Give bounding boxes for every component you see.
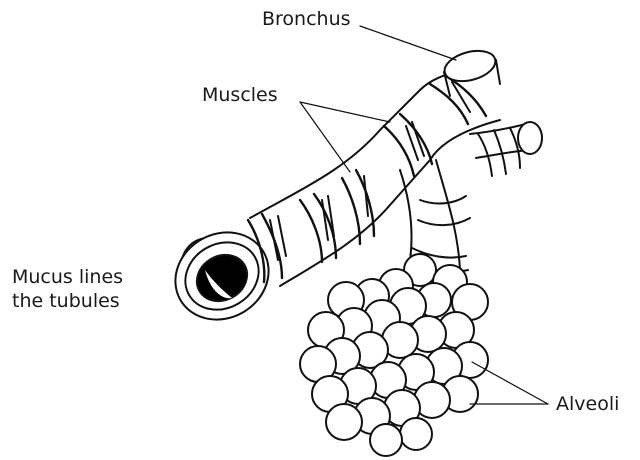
alveoli-label: Alveoli bbox=[556, 393, 619, 417]
muscles-label: Muscles bbox=[202, 84, 278, 108]
muscle-bands-main bbox=[248, 76, 486, 282]
lower-branch bbox=[400, 160, 470, 272]
tube-opening bbox=[159, 216, 284, 337]
alveoli-cluster bbox=[300, 254, 488, 456]
bronchus-top-end bbox=[441, 46, 500, 96]
mucus-label-line-1: Mucus lines bbox=[12, 266, 123, 290]
mucus-label: Mucus lines the tubules bbox=[12, 266, 123, 314]
mucus-label-line-2: the tubules bbox=[12, 290, 123, 314]
side-branch bbox=[470, 122, 542, 176]
muscles-leader-1 bbox=[300, 102, 390, 122]
muscles-leader-2 bbox=[300, 102, 350, 172]
bronchus-leader bbox=[360, 26, 456, 60]
alveoli-leader-1 bbox=[472, 362, 548, 404]
bronchus-label: Bronchus bbox=[262, 8, 351, 32]
